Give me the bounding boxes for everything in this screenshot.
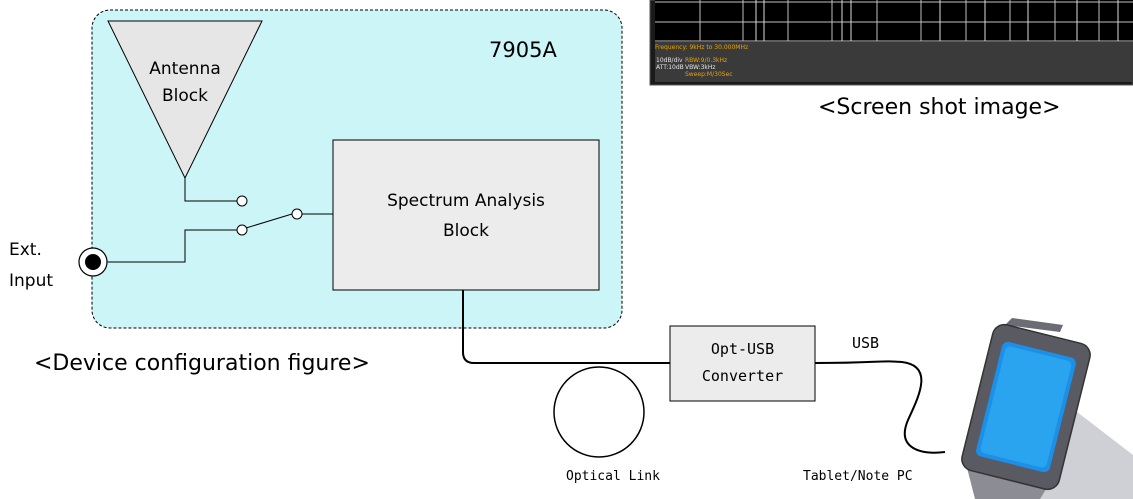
screenshot-image [649, 0, 1133, 86]
tablet-icon [961, 318, 1133, 499]
antenna-wire [184, 178, 237, 202]
screenshot-att: ATT:10dB [656, 64, 684, 71]
converter-label: Opt-USB Converter [701, 340, 784, 385]
switch-common [291, 208, 303, 220]
ext-input-wire [107, 229, 237, 263]
ext-input-label: Ext. Input [9, 240, 54, 291]
opt-usb-converter-box [669, 325, 816, 402]
optical-fiber [462, 290, 670, 364]
spectrum-block-label: Spectrum Analysis Block [387, 191, 545, 241]
switch-terminal-antenna [236, 195, 248, 207]
screenshot-frequency: Frequency: 9kHz to 30.000MHz [655, 44, 749, 51]
switch-terminal-ext [236, 224, 248, 236]
screenshot-scale: 10dB/div [656, 57, 683, 64]
device-model-label: 7905A [489, 38, 557, 62]
screenshot-sweep: Sweep:M/30Sec [685, 71, 733, 78]
spectrum-analysis-block [332, 139, 600, 291]
switch-arm [245, 213, 293, 229]
ext-input-pin [85, 254, 101, 270]
device-caption: <Device configuration figure> [34, 351, 370, 376]
screenshot-caption: <Screen shot image> [818, 95, 1061, 120]
optical-link-label: Optical Link [566, 469, 660, 484]
optical-link-coil [553, 366, 645, 458]
screenshot-vbw: VBW:3kHz [685, 64, 716, 71]
usb-label: USB [852, 334, 880, 352]
antenna-block-shape [107, 20, 263, 180]
tablet-label: Tablet/Note PC [803, 469, 913, 484]
screenshot-rbw: RBW:9/0.3kHz [685, 57, 728, 64]
usb-cable [814, 360, 946, 454]
antenna-block-label: Antenna Block [149, 59, 221, 106]
